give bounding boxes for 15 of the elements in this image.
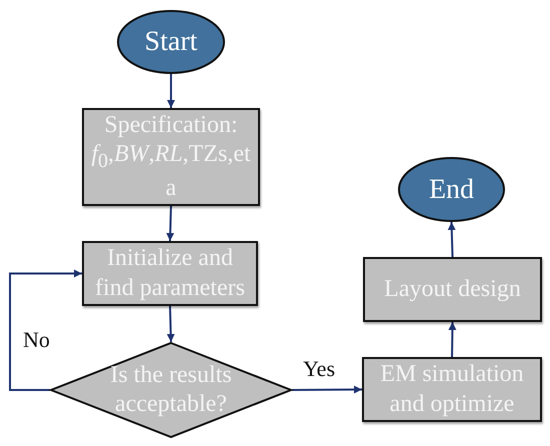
arrow	[448, 322, 456, 358]
decision-diamond	[50, 342, 292, 438]
arrow	[166, 206, 174, 242]
process-box	[362, 357, 542, 422]
arrow	[167, 74, 175, 108]
start-ellipse	[117, 10, 225, 74]
arrow	[292, 386, 362, 394]
arrow	[448, 222, 456, 258]
end-ellipse	[398, 157, 505, 222]
arrow	[9, 270, 82, 391]
arrow	[166, 306, 175, 342]
process-box	[363, 257, 542, 322]
terminal-label: Start	[144, 25, 198, 59]
terminal-label: End	[428, 172, 474, 206]
process-box	[82, 241, 258, 306]
